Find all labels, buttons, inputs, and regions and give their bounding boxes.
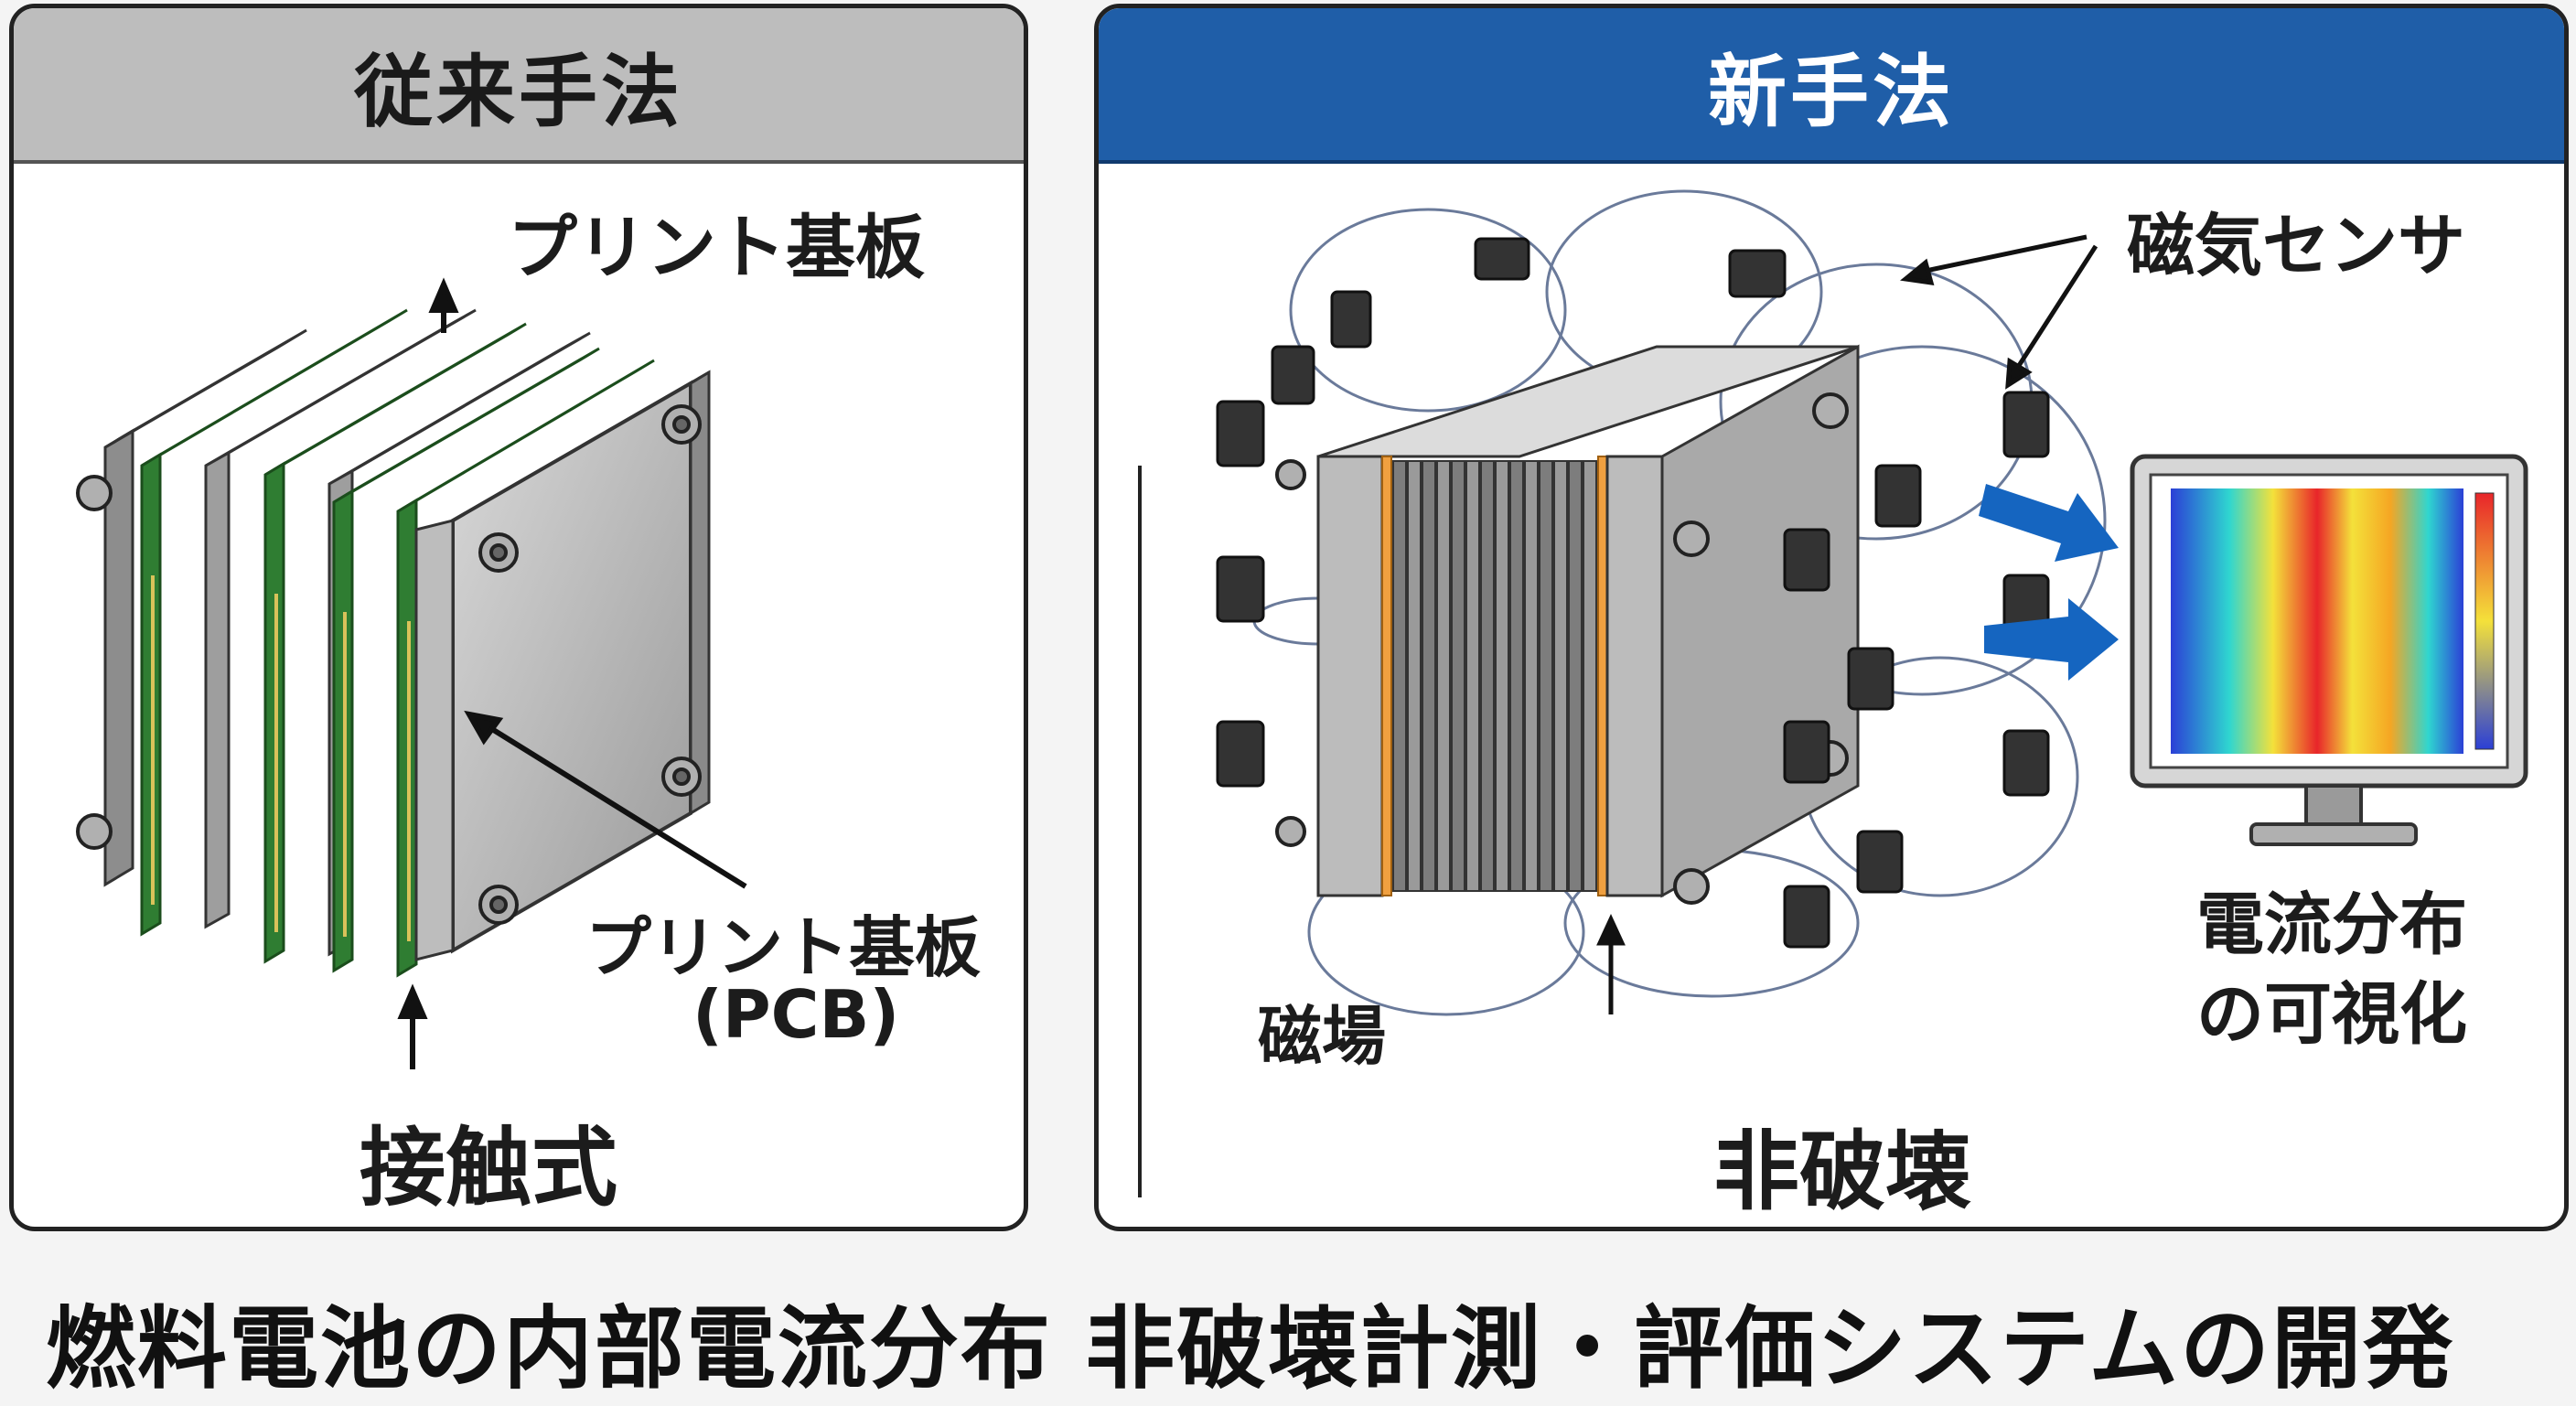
pcb-abbrev-label: (PCB)	[692, 976, 900, 1053]
stack-fins	[1392, 460, 1597, 892]
magnetic-sensor-icon	[1216, 237, 2050, 949]
blue-arrow-icon	[1979, 484, 2119, 681]
new-method-panel: 新手法	[1094, 4, 2569, 1231]
conventional-method-header: 従来手法	[14, 8, 1024, 164]
pcb-callout-label: プリント基板	[585, 909, 982, 986]
visualization-label: の可視化	[2196, 975, 2467, 1054]
contact-type-label: 接触式	[360, 1119, 618, 1218]
pcb-traces	[151, 575, 411, 941]
pcb-layers	[140, 308, 655, 978]
sensor-callout-arrows	[1596, 234, 2098, 1014]
new-method-header: 新手法	[1099, 8, 2564, 164]
fuel-cell-stack-illustration	[1138, 189, 2528, 1197]
monitor-icon	[2130, 454, 2528, 846]
annotation-arrows	[397, 277, 747, 1069]
stack-right-end	[1597, 344, 1860, 898]
magnetic-sensor-label: 磁気センサ	[2127, 207, 2465, 285]
footer-title: 燃料電池の内部電流分布 非破壊計測・評価システムの開発	[46, 1297, 2455, 1401]
back-end-plate	[103, 328, 307, 887]
bolts	[76, 404, 702, 925]
magnetic-field-label: 磁場	[1258, 999, 1386, 1074]
heatmap-display	[2171, 488, 2463, 754]
pcb-stack-illustration	[76, 277, 747, 1069]
current-distribution-label: 電流分布	[2196, 885, 2467, 964]
stack-body	[1316, 345, 1859, 897]
pcb-top-label: プリント基板	[508, 207, 925, 288]
front-end-plate	[414, 370, 711, 961]
non-destructive-label: 非破壊	[1713, 1122, 1972, 1222]
conventional-method-panel: 従来手法	[9, 4, 1028, 1231]
